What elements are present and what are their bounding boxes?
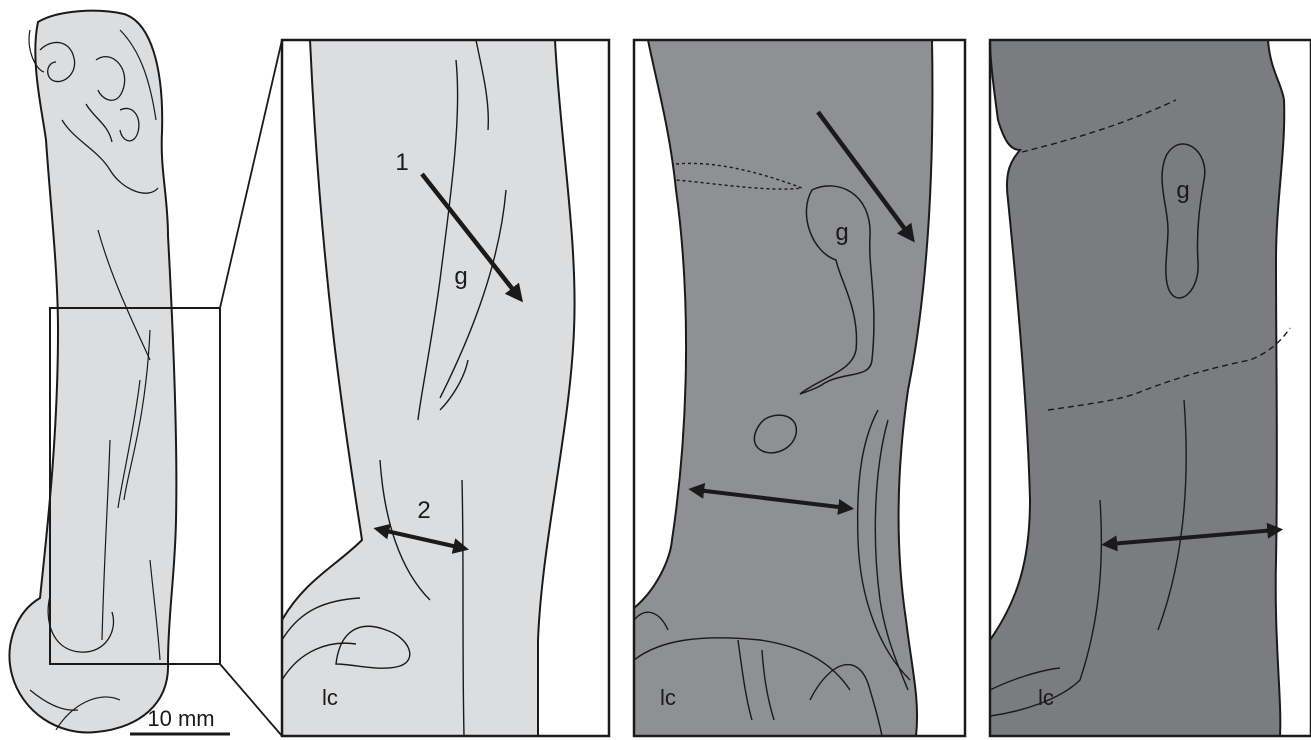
bone-outline [10,11,177,733]
scale-bar-label: 10 mm [147,706,214,731]
connector-bottom [220,664,282,736]
panel-b-groove-label: g [835,219,848,246]
panel-a: 1 2 g lc [282,40,609,736]
connector-top [220,40,282,308]
panel-a-condyle-label: lc [322,685,338,710]
panel-c-bone [990,40,1284,736]
panel-a-groove-label: g [454,263,467,290]
panel-c-condyle-label: lc [1038,685,1054,710]
arrow-1-label: 1 [395,149,408,176]
panel-b: g lc [634,40,965,736]
panel-c-groove-label: g [1176,177,1189,204]
arrow-2-label: 2 [417,497,430,524]
panel-b-condyle-label: lc [660,685,676,710]
whole-bone-drawing [10,11,177,733]
panel-c: g lc [990,40,1311,736]
